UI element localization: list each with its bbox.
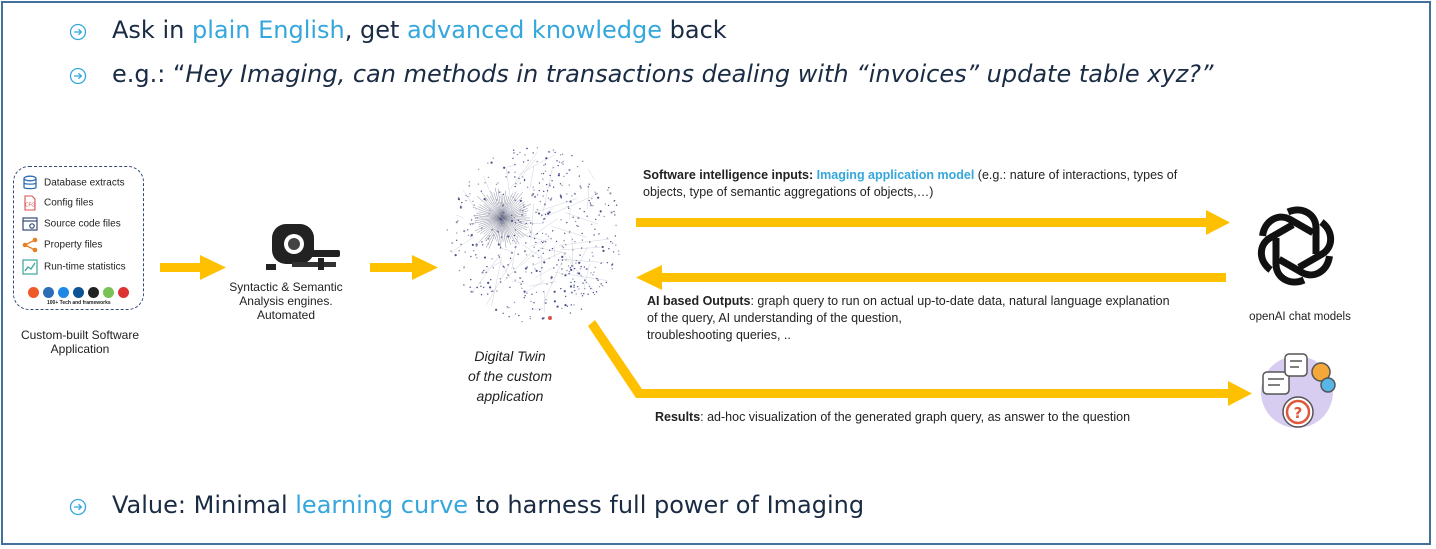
inputs-label: Software intelligence inputs: Imaging ap… [643, 168, 1178, 199]
source-item-config: CFG Config files [22, 195, 93, 211]
circle-arrow-bullet-icon [69, 23, 87, 41]
arrow-engine-to-twin [370, 263, 414, 272]
tech-logo-icon [43, 287, 54, 298]
statistics-icon [22, 259, 38, 275]
results-label: Results: ad-hoc visualization of the gen… [655, 410, 1131, 424]
tech-logo-icon [103, 287, 114, 298]
arrow-engine-to-twin-head [412, 255, 438, 280]
arrow-results-head [1228, 381, 1252, 406]
graph-network-icon [446, 147, 620, 323]
source-code-icon [22, 217, 38, 231]
scanner-icon [266, 224, 340, 270]
bullet-value: Value: Minimal learning curve to harness… [112, 491, 865, 519]
circle-arrow-bullet-icon [69, 67, 87, 85]
svg-text:?: ? [1294, 404, 1303, 422]
question-visualization-icon: ? [1261, 353, 1336, 428]
tech-logo-icon [118, 287, 129, 298]
arrow-results [588, 320, 1230, 398]
bullet-example-question: e.g.: “Hey Imaging, can methods in trans… [112, 60, 1214, 88]
openai-caption: openAI chat models [1249, 311, 1351, 323]
outputs-label: AI based Outputs: graph query to run on … [647, 294, 1170, 342]
openai-logo-icon [1257, 206, 1335, 286]
source-item-property: Property files [22, 237, 102, 253]
tech-caption: 100+ Tech and frameworks [47, 300, 111, 306]
tech-logo-icon [73, 287, 84, 298]
arrow-outputs-head [636, 265, 662, 290]
source-item-source-code: Source code files [22, 216, 121, 232]
svg-text:CFG: CFG [25, 203, 35, 209]
database-icon [23, 175, 37, 190]
share-icon [22, 237, 38, 253]
arrow-inputs [636, 218, 1208, 227]
circle-arrow-bullet-icon [69, 498, 87, 516]
config-file-icon: CFG [24, 195, 36, 211]
source-inputs-box: Database extracts CFG Config files Sourc… [13, 166, 144, 310]
source-item-runtime: Run-time statistics [22, 259, 126, 275]
bullet-plain-english: Ask in plain English, get advanced knowl… [112, 16, 727, 44]
tech-logo-icon [88, 287, 99, 298]
arrow-sources-to-engine-head [200, 255, 226, 280]
tech-logo-icon [28, 287, 39, 298]
arrow-inputs-head [1206, 210, 1230, 235]
source-item-database: Database extracts [22, 175, 125, 191]
arrow-sources-to-engine [160, 263, 202, 272]
arrow-outputs [660, 273, 1226, 282]
tech-logo-icon [58, 287, 69, 298]
